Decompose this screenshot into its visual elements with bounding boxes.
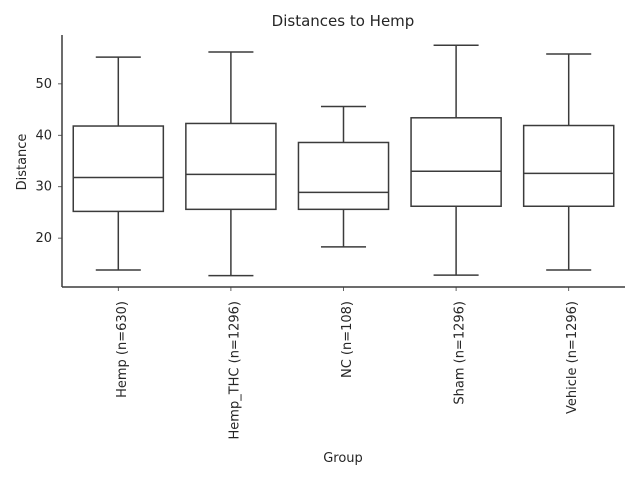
- x-tick-label: Hemp_THC (n=1296): [227, 301, 242, 439]
- x-axis-title: Group: [323, 451, 363, 466]
- x-tick-label: Sham (n=1296): [453, 301, 468, 405]
- x-tick-label: NC (n=108): [340, 301, 355, 378]
- y-tick-label: 50: [35, 77, 52, 92]
- box-rect: [410, 117, 502, 208]
- box-rect: [185, 122, 277, 211]
- box-rect: [72, 125, 165, 213]
- y-tick-label: 20: [35, 231, 52, 246]
- plot-area: [72, 44, 615, 277]
- x-tick-label: Vehicle (n=1296): [565, 301, 580, 414]
- chart-title: Distances to Hemp: [272, 12, 415, 30]
- y-axis-ticks: 20 30 40 50: [35, 77, 62, 246]
- x-tick-label: Hemp (n=630): [115, 301, 130, 398]
- box-rect: [522, 124, 615, 208]
- box-rect: [297, 141, 390, 211]
- y-tick-label: 40: [35, 128, 52, 143]
- y-tick-label: 30: [35, 180, 52, 195]
- x-axis-ticks: Hemp (n=630) Hemp_THC (n=1296) NC (n=108) S…: [115, 287, 580, 439]
- y-axis-title: Distance: [15, 134, 30, 191]
